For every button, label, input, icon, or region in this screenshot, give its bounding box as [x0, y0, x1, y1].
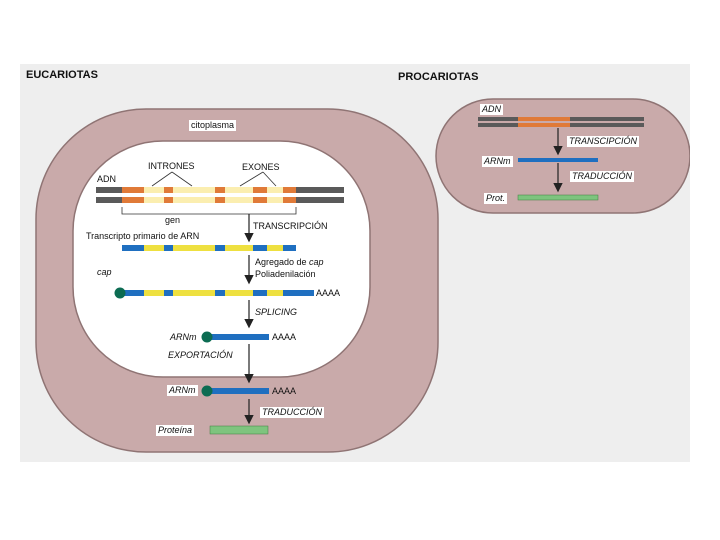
intron-segment [144, 290, 164, 296]
gene-segment [518, 123, 570, 127]
cap-marker [114, 287, 126, 299]
eukaryote-dna [96, 187, 344, 203]
figure-panel: citoplasma INTRONES EXONES ADN gen TRANS… [20, 64, 690, 462]
cap-marker [201, 385, 213, 397]
primary-transcript-label: Transcripto primario de ARN [86, 231, 200, 241]
cytoplasm-label: citoplasma [189, 120, 237, 131]
diagram-canvas [35, 98, 690, 453]
exon-pointers [239, 171, 277, 187]
exon-segment [283, 187, 296, 193]
intron-segment [225, 290, 253, 296]
exon-segment [164, 187, 173, 193]
nucleus [72, 140, 371, 378]
prokaryote-transcription-label: TRANSCIPCIÓN [567, 136, 640, 147]
eucariotas-heading: EUCARIOTAS [26, 69, 98, 81]
procariotas-heading: PROCARIOTAS [398, 71, 479, 83]
cap-step-prefix: Agregado de [255, 257, 310, 267]
prokaryote-dna [478, 117, 644, 127]
intron-segment [144, 245, 164, 251]
introns-label: INTRONES [148, 161, 195, 171]
intron-segment [122, 187, 296, 193]
intron-segment [267, 245, 283, 251]
capped-transcript [114, 287, 314, 299]
gene-region [122, 187, 296, 203]
exon-segment [253, 197, 267, 203]
exon-segment [283, 197, 296, 203]
gene-label: gen [165, 215, 181, 225]
prokaryote-dna-label: ADN [480, 104, 504, 115]
cap-label: cap [97, 267, 112, 277]
rna-strand [207, 334, 269, 340]
mature-mrna-nucleus [201, 331, 269, 343]
intron-segment [122, 197, 296, 203]
splicing-label: SPLICING [255, 307, 298, 317]
eukaryote-dna-label: ADN [97, 174, 117, 184]
prokaryote-cell [435, 98, 690, 214]
prokaryote-translation-label: TRADUCCIÓN [570, 171, 634, 182]
intron-pointers [151, 171, 193, 187]
intron-segment [173, 245, 215, 251]
mrna-nucleus-label: ARNm [170, 332, 197, 342]
prokaryote-mrna-label: ARNm [482, 156, 513, 167]
cap-step-label: Agregado de cap [255, 257, 324, 268]
primary-transcript [122, 245, 296, 251]
prokaryote-protein-bar [517, 194, 599, 201]
gene-segment [518, 117, 570, 121]
mrna-cytoplasm-label: ARNm [167, 385, 198, 396]
exon-segment [215, 197, 225, 203]
gene-bracket [121, 207, 297, 215]
transcription-label: TRANSCRIPCIÓN [253, 221, 328, 231]
translation-label: TRADUCCIÓN [260, 407, 324, 418]
polya-tail-label: AAAA [272, 332, 297, 342]
prokaryote-protein-label: Prot. [484, 193, 508, 204]
exon-segment [122, 187, 144, 193]
exon-segment [215, 187, 225, 193]
exon-segment [253, 187, 267, 193]
prokaryote-mrna-bar [518, 158, 598, 162]
polya-tail-label: AAAA [272, 386, 297, 396]
cap-marker [201, 331, 213, 343]
polyadenylation-label: Poliadenilación [255, 269, 316, 279]
export-label: EXPORTACIÓN [168, 350, 233, 360]
rna-strand [122, 290, 314, 296]
intron-segment [173, 290, 215, 296]
exon-segment [164, 197, 173, 203]
cap-step-cap: cap [309, 257, 324, 267]
intron-segment [225, 245, 253, 251]
polya-tail-label: AAAA [316, 288, 341, 298]
protein-label: Proteína [156, 425, 195, 436]
exon-segment [122, 197, 144, 203]
intron-segment [267, 290, 283, 296]
mature-mrna-cytoplasm [201, 385, 269, 397]
protein-bar [209, 425, 269, 435]
exons-label: EXONES [242, 162, 280, 172]
rna-strand [207, 388, 269, 394]
